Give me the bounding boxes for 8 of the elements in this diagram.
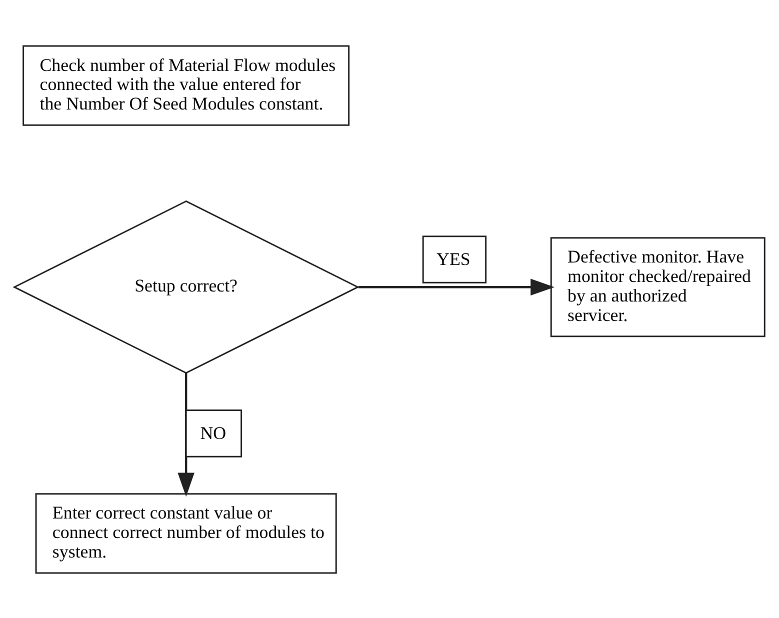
arrow <box>178 372 194 496</box>
node-box: Defective monitor. Have monitor checked/repaired by an authorized servicer. <box>550 236 766 337</box>
arrow <box>358 278 554 295</box>
edge-label: NO <box>200 422 226 442</box>
node-box: Check number of Material Flow modules connected with the value entered for the Number Of Seed Modules constant. <box>22 44 350 126</box>
node-diamond: Setup correct? <box>12 200 360 374</box>
edge-label: YES <box>436 248 470 268</box>
node-box: Enter correct constant value or connect correct number of modules to system. <box>35 492 337 574</box>
